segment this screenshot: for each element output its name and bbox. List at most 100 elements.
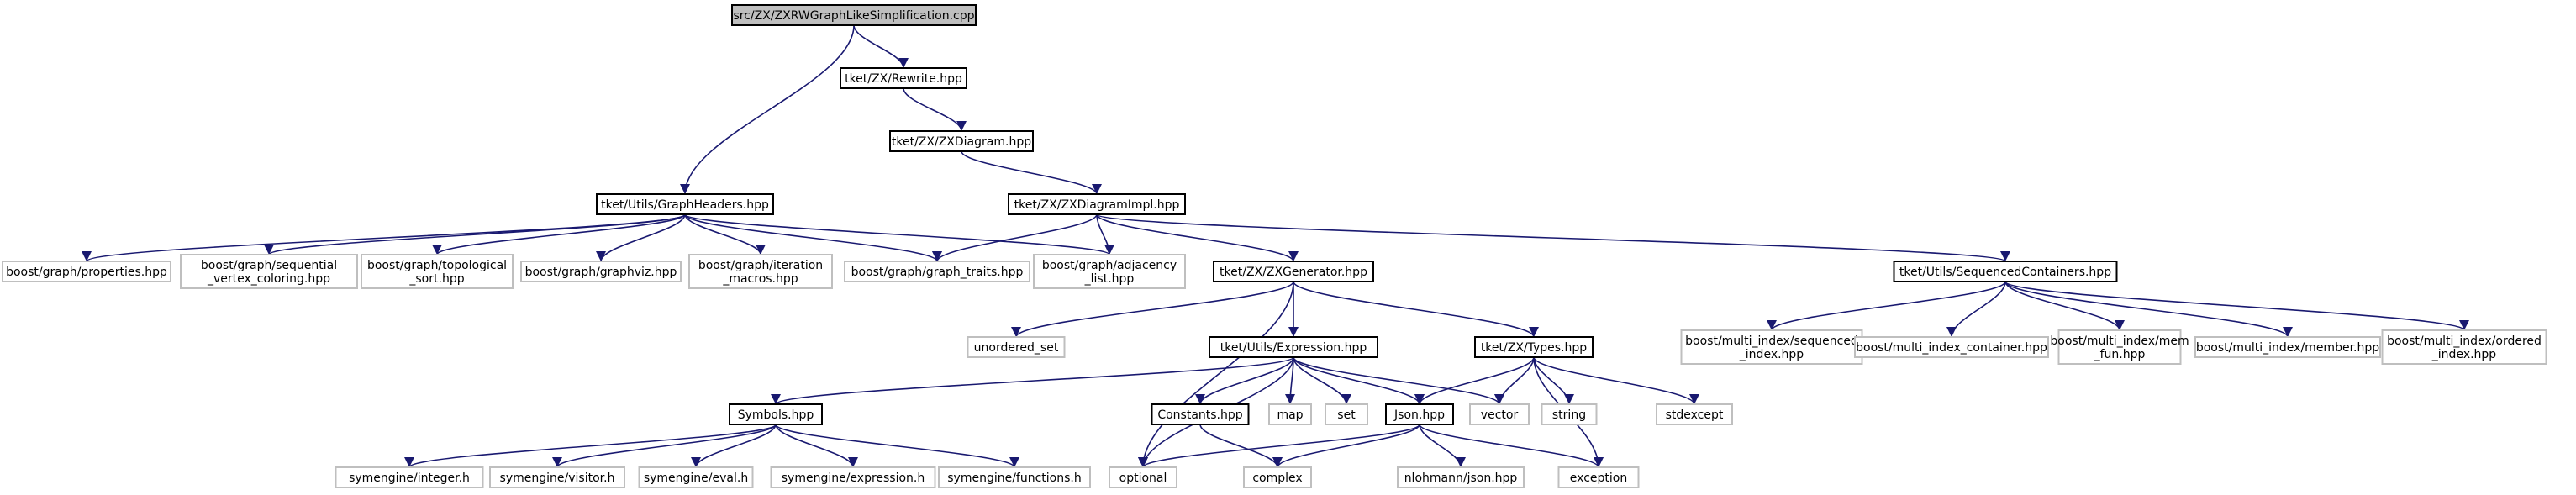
node-label: tket/ZX/ZXDiagramImpl.hpp xyxy=(1014,198,1180,212)
edge-graphheaders-to-bg_adjacency xyxy=(684,213,1114,255)
node-label: _macros.hpp xyxy=(722,272,798,286)
node-label: optional xyxy=(1119,471,1167,485)
node-bmi_ordered: boost/multi_index/ordered_index.hpp xyxy=(2381,329,2547,365)
node-label: nlohmann/json.hpp xyxy=(1404,471,1518,485)
node-label: Json.hpp xyxy=(1393,408,1445,422)
edge-root-to-graphheaders xyxy=(680,24,855,195)
node-label: boost/graph/graphviz.hpp xyxy=(525,266,677,279)
node-root[interactable]: src/ZX/ZXRWGraphLikeSimplification.cpp xyxy=(731,4,977,26)
edge-root-to-rewrite xyxy=(853,24,909,69)
node-box xyxy=(1893,261,2118,282)
node-label: map xyxy=(1277,408,1303,422)
node-label: boost/graph/sequential xyxy=(201,259,337,272)
node-box xyxy=(2381,329,2547,365)
edge-types-to-json xyxy=(1414,356,1535,405)
node-unordered_set: unordered_set xyxy=(967,336,1066,358)
node-label: Symbols.hpp xyxy=(738,408,814,422)
node-label: _index.hpp xyxy=(2431,348,2497,361)
node-box xyxy=(844,261,1030,282)
edge-zxgenerator-to-unordered_set xyxy=(1011,281,1294,338)
edge-layer xyxy=(82,24,2469,468)
node-box xyxy=(1541,403,1598,425)
node-box xyxy=(938,466,1091,488)
node-label: boost/multi_index/ordered xyxy=(2387,334,2542,348)
node-exception: exception xyxy=(1557,466,1640,488)
edge-zxdiagramimpl-to-seqcontainers xyxy=(1096,213,2010,262)
node-label: symengine/expression.h xyxy=(782,471,925,485)
node-label: boost/multi_index/mem xyxy=(2050,334,2189,348)
node-types[interactable]: tket/ZX/Types.hpp xyxy=(1474,336,1594,358)
node-box xyxy=(1325,403,1368,425)
node-graphheaders[interactable]: tket/Utils/GraphHeaders.hpp xyxy=(596,193,774,215)
node-box xyxy=(770,466,936,488)
node-label: symengine/eval.h xyxy=(644,471,748,485)
node-constants[interactable]: Constants.hpp xyxy=(1151,403,1250,425)
node-bg_iteration: boost/graph/iteration_macros.hpp xyxy=(688,254,833,289)
node-complex: complex xyxy=(1243,466,1312,488)
node-label: tket/ZX/ZXDiagram.hpp xyxy=(892,135,1031,149)
edge-symbols-to-sym_expression xyxy=(775,424,858,468)
node-bg_adjacency: boost/graph/adjacency_list.hpp xyxy=(1033,254,1186,289)
edge-seqcontainers-to-bmi_memfun xyxy=(2004,281,2125,331)
node-string: string xyxy=(1541,403,1598,425)
node-bg_traits: boost/graph/graph_traits.hpp xyxy=(844,261,1030,282)
node-label: boost/graph/iteration xyxy=(698,259,823,272)
node-bmi_memfun: boost/multi_index/mem_fun.hpp xyxy=(2050,329,2189,365)
node-sym_visitor: symengine/visitor.h xyxy=(489,466,625,488)
node-seqcontainers[interactable]: tket/Utils/SequencedContainers.hpp xyxy=(1893,261,2118,282)
node-box xyxy=(840,67,967,89)
node-zxdiagramimpl[interactable]: tket/ZX/ZXDiagramImpl.hpp xyxy=(1008,193,1186,215)
node-box xyxy=(638,466,754,488)
node-bmi_container: boost/multi_index_container.hpp xyxy=(1854,336,2049,358)
edge-seqcontainers-to-bmi_member xyxy=(2004,281,2293,338)
edge-constants-to-complex xyxy=(1199,424,1283,468)
edge-json-to-optional xyxy=(1138,424,1420,468)
node-rewrite[interactable]: tket/ZX/Rewrite.hpp xyxy=(840,67,967,89)
node-label: boost/multi_index_container.hpp xyxy=(1856,341,2047,355)
node-box xyxy=(489,466,625,488)
node-stdexcept: stdexcept xyxy=(1656,403,1733,425)
node-zxdiagram[interactable]: tket/ZX/ZXDiagram.hpp xyxy=(889,130,1034,152)
node-sym_eval: symengine/eval.h xyxy=(638,466,754,488)
node-label: _vertex_coloring.hpp xyxy=(207,272,330,286)
node-box xyxy=(1656,403,1733,425)
edge-zxdiagramimpl-to-bg_adjacency xyxy=(1096,213,1114,255)
edge-types-to-vector xyxy=(1494,356,1535,405)
node-label: symengine/visitor.h xyxy=(500,471,615,485)
node-bg_topo: boost/graph/topological_sort.hpp xyxy=(361,254,514,289)
node-map: map xyxy=(1268,403,1312,425)
edge-symbols-to-sym_visitor xyxy=(552,424,777,468)
edge-json-to-nlohmann xyxy=(1419,424,1466,468)
node-box xyxy=(1474,336,1594,358)
node-box xyxy=(729,403,823,425)
node-label: Constants.hpp xyxy=(1157,408,1242,422)
node-sym_expression: symengine/expression.h xyxy=(770,466,936,488)
node-json[interactable]: Json.hpp xyxy=(1385,403,1454,425)
edge-json-to-exception xyxy=(1419,424,1604,468)
node-box xyxy=(2057,329,2182,365)
node-box xyxy=(1397,466,1525,488)
node-label: string xyxy=(1552,408,1586,422)
node-box xyxy=(1268,403,1312,425)
node-label: tket/Utils/SequencedContainers.hpp xyxy=(1899,266,2111,279)
node-label: vector xyxy=(1481,408,1519,422)
node-box xyxy=(1557,466,1640,488)
node-label: exception xyxy=(1570,471,1627,485)
node-bg_properties: boost/graph/properties.hpp xyxy=(2,261,171,282)
node-box xyxy=(1109,466,1177,488)
node-expression[interactable]: tket/Utils/Expression.hpp xyxy=(1209,336,1378,358)
edge-graphheaders-to-bg_graphviz xyxy=(596,213,686,262)
node-symbols[interactable]: Symbols.hpp xyxy=(729,403,823,425)
node-box xyxy=(1243,466,1312,488)
edge-zxdiagram-to-zxdiagramimpl xyxy=(961,150,1102,195)
node-label: tket/ZX/Rewrite.hpp xyxy=(845,72,962,86)
node-label: src/ZX/ZXRWGraphLikeSimplification.cpp xyxy=(733,9,974,23)
node-box xyxy=(1008,193,1186,215)
node-label: unordered_set xyxy=(974,341,1059,355)
node-zxgenerator[interactable]: tket/ZX/ZXGenerator.hpp xyxy=(1213,261,1374,282)
edge-zxgenerator-to-types xyxy=(1293,281,1539,338)
node-label: complex xyxy=(1252,471,1302,485)
node-nlohmann: nlohmann/json.hpp xyxy=(1397,466,1525,488)
node-box xyxy=(731,4,977,26)
node-label: boost/graph/topological xyxy=(367,259,507,272)
